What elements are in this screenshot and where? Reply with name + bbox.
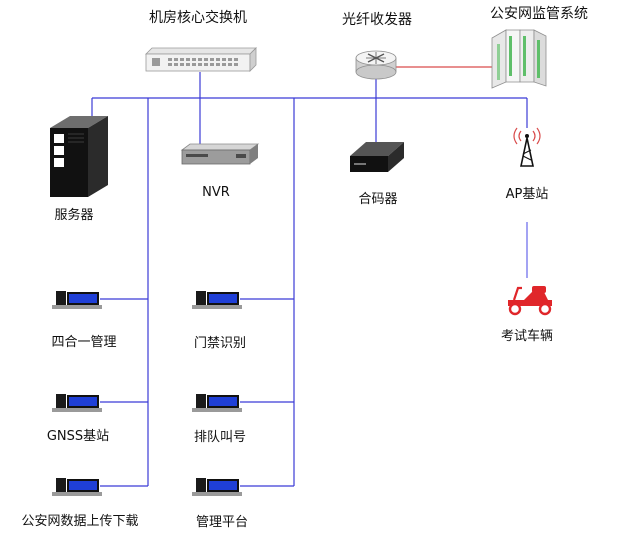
router-icon xyxy=(355,50,397,80)
combiner-label: 合码器 xyxy=(358,192,397,207)
antenna-tower-icon xyxy=(513,127,541,167)
exam-vehicle-label: 考试车辆 xyxy=(501,328,553,344)
public-security-node: 公安网监管系统 xyxy=(490,6,588,89)
core-switch-node: 机房核心交换机 xyxy=(145,9,257,72)
server-node: 服务器 xyxy=(50,116,108,223)
terminal-label: 公安网数据上传下载 xyxy=(21,514,138,529)
scooter-icon xyxy=(508,286,552,316)
connections xyxy=(91,66,528,487)
workstation-icon xyxy=(192,394,242,412)
workstation-icon xyxy=(52,394,102,412)
public-security-label: 公安网监管系统 xyxy=(490,6,588,22)
encoder-box-icon xyxy=(350,142,404,172)
terminal-label: 四合一管理 xyxy=(51,335,116,350)
fiber-transceiver-label: 光纤收发器 xyxy=(342,12,412,28)
workstation-icon xyxy=(52,478,102,496)
server-label: 服务器 xyxy=(54,207,93,223)
exam-vehicle-node: 考试车辆 xyxy=(501,286,553,344)
terminal-node: 门禁识别 xyxy=(192,291,246,351)
nvr-label: NVR xyxy=(202,185,230,200)
ap-station-label: AP基站 xyxy=(506,187,549,202)
terminal-node: 管理平台 xyxy=(192,478,248,530)
nvr-node: NVR xyxy=(180,143,260,200)
terminal-node: 公安网数据上传下载 xyxy=(21,478,139,529)
terminal-label: GNSS基站 xyxy=(47,429,109,444)
tower-server-icon xyxy=(50,116,108,197)
nvr-icon xyxy=(180,143,260,165)
workstation-icon xyxy=(52,291,102,309)
fiber-transceiver-node: 光纤收发器 xyxy=(342,12,412,80)
workstation-icon xyxy=(192,478,242,496)
server-rack-icon xyxy=(491,29,547,89)
combiner-node: 合码器 xyxy=(350,142,404,207)
terminal-label: 门禁识别 xyxy=(194,336,246,351)
terminal-label: 管理平台 xyxy=(196,515,248,530)
terminal-node: 四合一管理 xyxy=(51,291,117,350)
ap-station-node: AP基站 xyxy=(506,127,549,202)
terminal-label: 排队叫号 xyxy=(194,430,246,445)
terminal-node: GNSS基站 xyxy=(47,394,109,444)
network-switch-icon xyxy=(145,47,257,72)
workstation-icon xyxy=(192,291,242,309)
core-switch-label: 机房核心交换机 xyxy=(149,9,247,26)
terminal-node: 排队叫号 xyxy=(192,394,246,445)
